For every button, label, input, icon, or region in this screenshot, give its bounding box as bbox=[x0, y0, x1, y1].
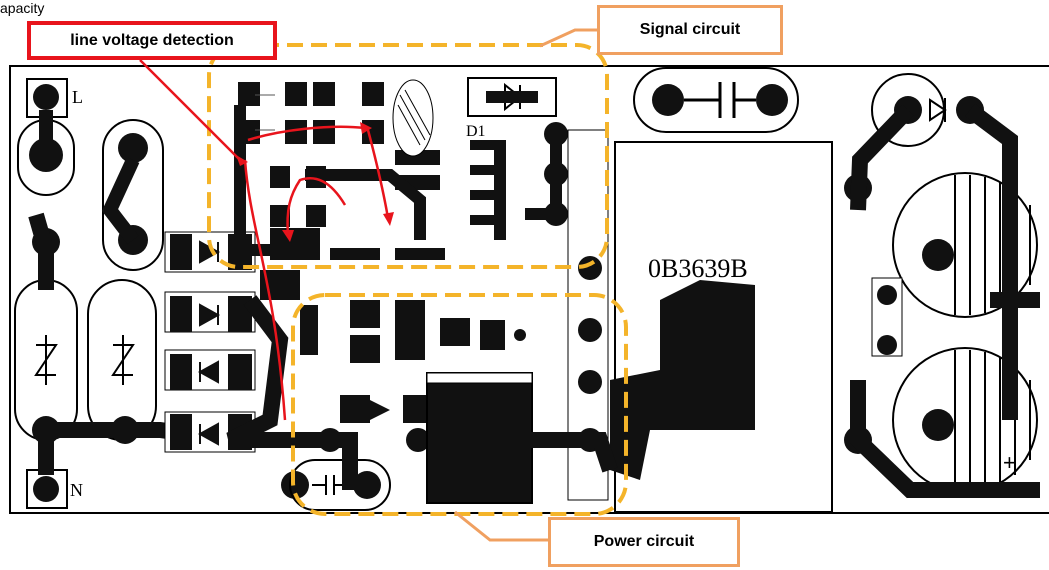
signal-leader bbox=[539, 28, 597, 48]
transformer-copper bbox=[610, 280, 755, 480]
n-pad bbox=[33, 476, 59, 502]
top-capacitor-pad-right bbox=[756, 84, 788, 116]
trace-ac bbox=[28, 212, 232, 475]
signal-traces bbox=[234, 91, 562, 256]
varistor-1-symbol bbox=[34, 335, 58, 385]
power-circuit-callout: Power circuit bbox=[548, 517, 740, 567]
n-label: N bbox=[70, 480, 83, 500]
output-diode-symbol bbox=[929, 98, 947, 122]
ic-label: 0B3639B bbox=[648, 254, 748, 283]
line-voltage-detection-callout: line voltage detection bbox=[27, 21, 277, 60]
d1-label: D1 bbox=[466, 123, 486, 140]
arrow-heads bbox=[236, 122, 394, 242]
output-cap-2-pad bbox=[922, 409, 954, 441]
power-mosfet bbox=[426, 372, 533, 504]
l-pad bbox=[33, 84, 59, 110]
output-cap-1-pad bbox=[922, 239, 954, 271]
d1-outline bbox=[467, 77, 557, 117]
signal-circuit-callout: Signal circuit bbox=[597, 5, 783, 55]
power-leader bbox=[454, 510, 548, 542]
power-diode bbox=[370, 400, 390, 420]
power-cap-outline bbox=[289, 459, 391, 511]
top-capacitor-pad-left bbox=[652, 84, 684, 116]
varistor-2-symbol bbox=[111, 335, 135, 385]
top-capacitor-symbol bbox=[684, 82, 756, 118]
partial-top-text: apacity bbox=[0, 0, 45, 16]
l-label: L bbox=[72, 87, 83, 107]
resistor-outline bbox=[102, 119, 164, 271]
power-components bbox=[260, 228, 526, 499]
resistor-pad-top bbox=[118, 133, 148, 163]
detection-arrows bbox=[139, 59, 390, 421]
signal-cap-hatch bbox=[397, 89, 431, 146]
signal-circuit-region bbox=[207, 43, 609, 269]
trace-fuse bbox=[39, 110, 140, 245]
cap-2-plus: + bbox=[1003, 450, 1016, 475]
output-traces bbox=[850, 103, 1040, 498]
